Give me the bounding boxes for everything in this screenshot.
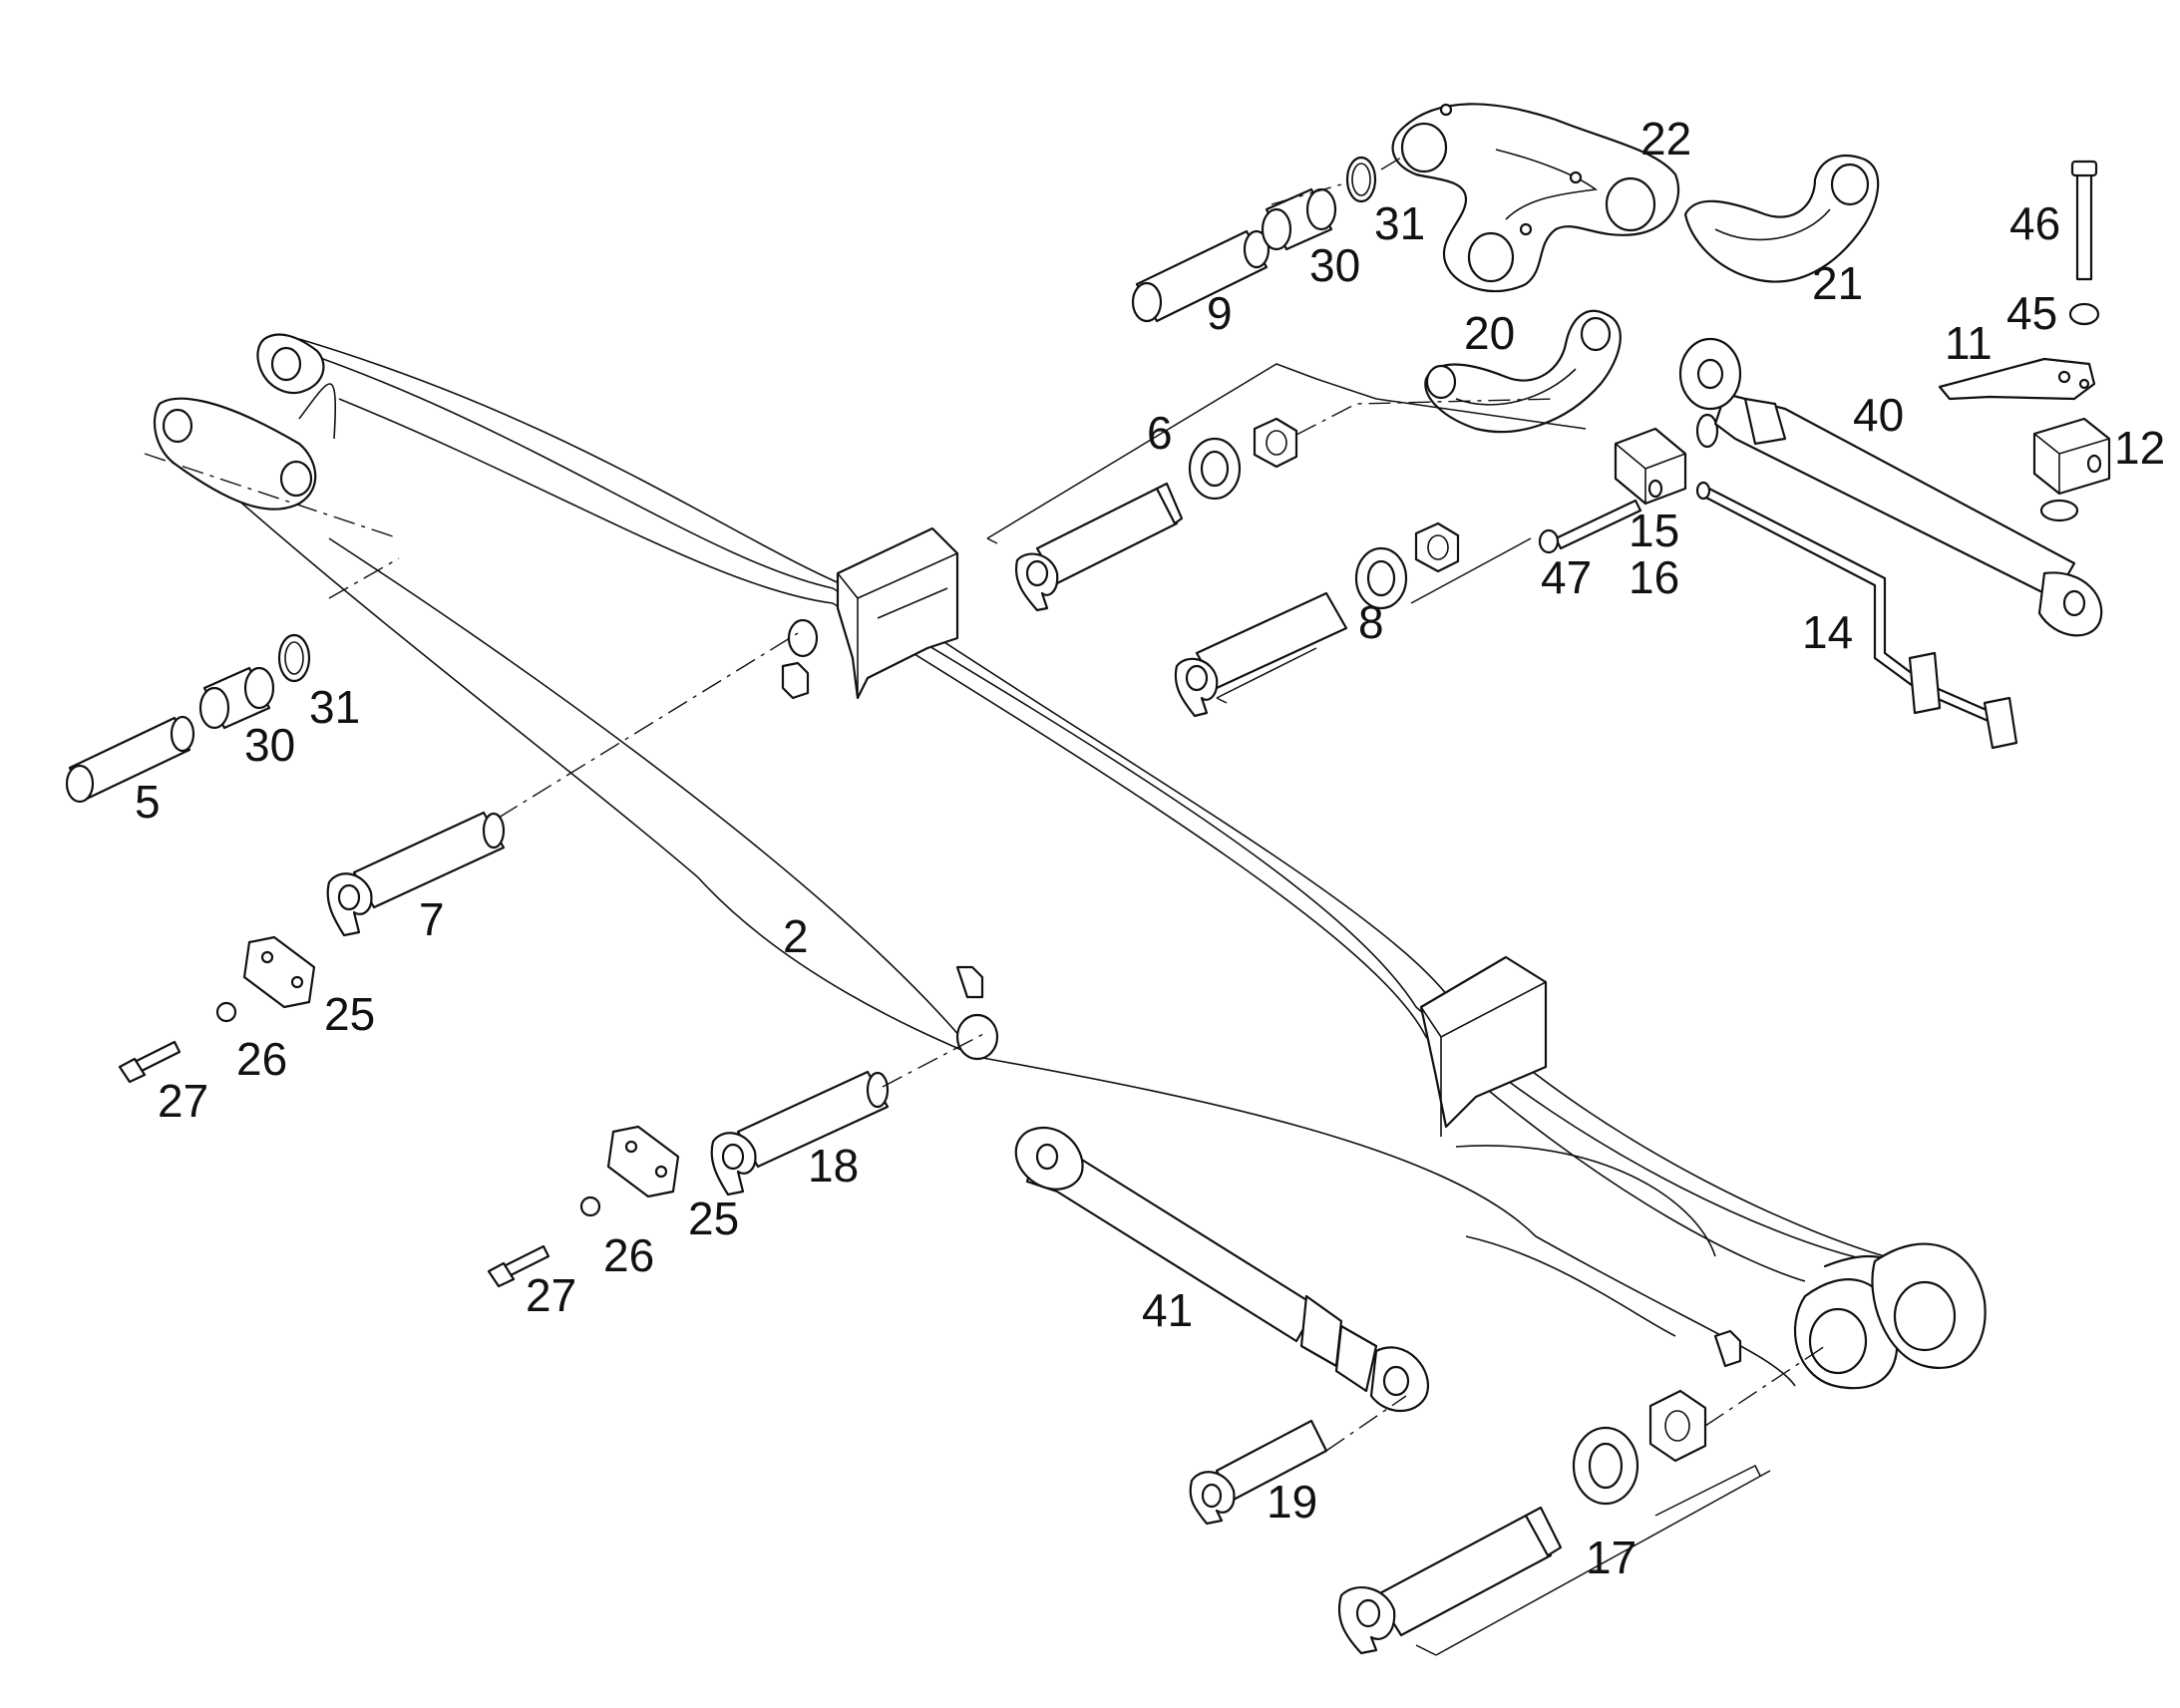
cross-bracket-upper <box>836 526 959 700</box>
label-12: 12 <box>2114 422 2165 474</box>
label-2: 2 <box>783 910 809 962</box>
pin-19 <box>1189 1419 1328 1526</box>
pin-8 <box>1174 591 1348 718</box>
label-19: 19 <box>1267 1476 1317 1528</box>
boom-lug-bore <box>270 346 302 382</box>
washer-26-lower <box>579 1196 601 1217</box>
pin-9 <box>1131 229 1271 323</box>
boom-bore-small <box>955 1013 999 1061</box>
o-ring-12 <box>2039 499 2079 522</box>
link-21 <box>1683 155 1880 283</box>
o-ring-small <box>1695 413 1719 449</box>
link-22 <box>1391 103 1680 293</box>
hydraulic-cylinder-40 <box>1678 337 2103 637</box>
clip-icon <box>1713 1329 1742 1368</box>
bracket-11 <box>1938 357 2096 401</box>
bushing-30-lower <box>198 666 275 730</box>
nut-6 <box>1253 417 1298 469</box>
nut-8 <box>1414 521 1460 573</box>
link-20 <box>1424 309 1622 434</box>
label-5: 5 <box>135 776 161 828</box>
pin-18 <box>710 1070 890 1196</box>
boom-lug-bore <box>279 460 313 498</box>
label-18: 18 <box>808 1140 859 1192</box>
label-46: 46 <box>2009 197 2060 249</box>
guide-lines <box>144 154 1826 1452</box>
label-30-upper: 30 <box>1309 239 1360 291</box>
label-40: 40 <box>1853 389 1904 441</box>
washer-26-left <box>215 1001 237 1023</box>
label-14: 14 <box>1802 606 1853 658</box>
boom-arm <box>153 333 1987 1390</box>
label-25-left: 25 <box>324 988 375 1040</box>
bolt-47 <box>1538 499 1642 554</box>
washer-8 <box>1354 546 1408 610</box>
boom-rear-lug-left <box>153 397 317 511</box>
plate-25-left <box>242 935 316 1009</box>
label-41: 41 <box>1142 1284 1193 1336</box>
label-7: 7 <box>419 893 445 945</box>
hydraulic-cylinder-41 <box>1014 1126 1429 1412</box>
label-6: 6 <box>1147 407 1173 459</box>
label-11: 11 <box>1945 317 1993 369</box>
block-12 <box>2032 417 2111 496</box>
washer-45 <box>2068 302 2100 326</box>
bracket-lines <box>986 363 1771 1656</box>
label-47: 47 <box>1541 551 1592 603</box>
pin-7 <box>326 811 506 937</box>
label-27-lower: 27 <box>526 1269 576 1321</box>
label-8: 8 <box>1358 596 1384 648</box>
label-9: 9 <box>1207 287 1233 339</box>
boom-lug-bore <box>162 408 193 444</box>
part-labels: 22 31 30 9 21 46 45 11 20 6 40 12 15 16 … <box>135 113 2165 1583</box>
clip-icon <box>955 965 984 999</box>
pin-6 <box>1014 482 1184 612</box>
label-31-lower: 31 <box>309 681 360 733</box>
washer-6 <box>1188 437 1242 501</box>
label-25-lower: 25 <box>688 1193 739 1244</box>
label-21: 21 <box>1812 257 1863 309</box>
pin-17 <box>1337 1506 1563 1655</box>
o-ring-31-lower <box>277 633 311 683</box>
washer-17 <box>1572 1426 1639 1506</box>
label-15: 15 <box>1629 505 1679 556</box>
bolt-27-lower <box>487 1244 550 1288</box>
cross-bracket-lower <box>1419 955 1548 1129</box>
bolt-46 <box>2070 160 2098 281</box>
label-20: 20 <box>1464 307 1515 359</box>
label-31-upper: 31 <box>1374 197 1425 249</box>
nut-17 <box>1648 1389 1707 1463</box>
boom-lug-bore <box>1893 1280 1957 1352</box>
block-15 <box>1614 427 1687 506</box>
bolt-27-left <box>118 1040 182 1084</box>
label-26-lower: 26 <box>603 1229 654 1281</box>
label-45: 45 <box>2006 287 2057 339</box>
label-26-left: 26 <box>236 1033 287 1085</box>
label-16: 16 <box>1629 551 1679 603</box>
label-22: 22 <box>1640 113 1691 165</box>
label-27-left: 27 <box>158 1075 208 1127</box>
pin-5 <box>65 715 195 804</box>
clip-icon <box>781 661 810 700</box>
label-30-lower: 30 <box>244 719 295 771</box>
boom-bore-small <box>787 618 819 658</box>
plate-25-lower <box>606 1125 680 1198</box>
boom-lug-bore <box>1808 1307 1868 1375</box>
label-17: 17 <box>1586 1532 1636 1583</box>
pipe-14 <box>1695 481 2018 750</box>
